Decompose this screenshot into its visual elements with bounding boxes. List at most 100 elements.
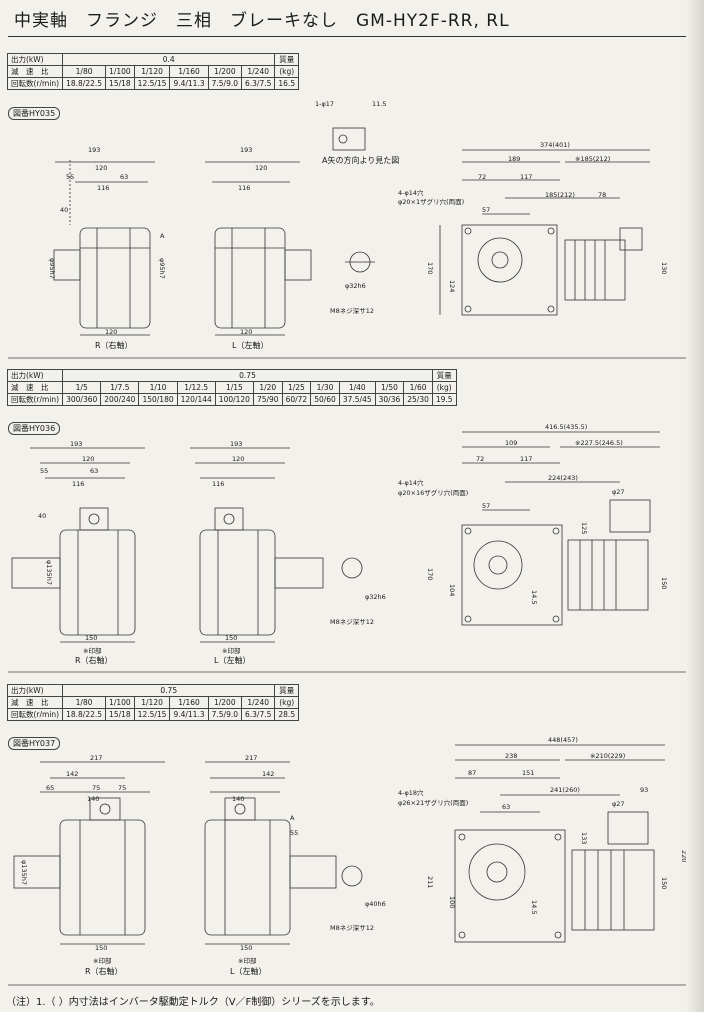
dim-text: 100 [448, 896, 456, 909]
dim-text: φ135h7 [20, 860, 28, 885]
row-label-output: 出力(kW) [6, 369, 64, 382]
ratio-cell: 1/60 [403, 381, 433, 394]
shaft-end-3 [341, 865, 363, 887]
dim-text: 55 [290, 829, 299, 837]
row-label-speed: 回転数(r/min) [6, 77, 64, 90]
speed-cell: 7.5/9.0 [207, 708, 243, 721]
dim-text: 40 [60, 206, 69, 214]
dim-text: 93 [640, 786, 649, 794]
speed-cell: 75/90 [252, 393, 283, 406]
dim-text: ※227.5(246.5) [575, 439, 623, 447]
speed-cell: 300/360 [62, 393, 102, 406]
dim-text: φ135h7 [45, 560, 53, 585]
output-value: 0.75 [62, 369, 433, 382]
title-rule [8, 36, 696, 37]
tag-text: ※印部 [238, 957, 257, 965]
dim-text: φ95h7 [158, 258, 166, 279]
speed-cell: 6.3/7.5 [240, 708, 276, 721]
page-edge [686, 0, 704, 1012]
holes-note: 4-φ14穴 [398, 189, 424, 197]
dim-text: 133 [580, 832, 588, 845]
dim-text: 193 [240, 146, 253, 154]
holes-note: 4-φ18穴 [398, 789, 424, 797]
gearbox-body-l-3 [204, 819, 291, 936]
speed-cell: 200/240 [100, 393, 140, 406]
speed-cell: 7.5/9.0 [207, 77, 243, 90]
row-label-output: 出力(kW) [6, 53, 64, 66]
output-value: 0.75 [62, 684, 276, 697]
gearbox-body-r-3 [59, 819, 146, 936]
speed-cell: 9.4/11.3 [169, 708, 209, 721]
gearbox-body-r-2 [59, 529, 136, 636]
mass-header: 質量 [431, 369, 457, 382]
dim-text: 211 [426, 876, 434, 889]
motor-3 [571, 849, 655, 931]
mass-unit: (kg) [431, 381, 457, 394]
shaft-l [284, 249, 312, 281]
dim-text: 63 [502, 803, 511, 811]
dim-text: 65 [46, 784, 55, 792]
dim-text: 40 [38, 512, 47, 520]
dim-text: 185(212) [545, 191, 575, 199]
dim-text: 217 [245, 754, 258, 762]
key-detail [332, 127, 366, 151]
dim-text: 72 [476, 455, 485, 463]
ratio-cell: 1/10 [138, 381, 178, 394]
dim-text: 374(401) [540, 141, 570, 149]
ratio-cell: 1/40 [338, 381, 376, 394]
ratio-cell: 1/15 [214, 381, 254, 394]
speed-cell: 6.3/7.5 [240, 77, 276, 90]
motor-2 [567, 539, 649, 611]
dim-text: 170 [426, 262, 434, 275]
speed-cell: 50/60 [310, 393, 340, 406]
dim-text: 150 [85, 634, 98, 642]
dim-text: 1-φ17 [315, 100, 335, 108]
speed-cell: 15/18 [105, 708, 135, 721]
dim-text: 116 [212, 480, 225, 488]
dim-text: 120 [82, 455, 95, 463]
flange-front-3 [454, 829, 566, 943]
ratio-cell: 1/12.5 [176, 381, 216, 394]
row-label-speed: 回転数(r/min) [6, 393, 64, 406]
dim-text: 120 [240, 328, 253, 336]
bolt-note: M8ネジ深サ12 [330, 307, 375, 315]
dim-text: φ32h6 [345, 282, 366, 290]
dim-text: 120 [255, 164, 268, 172]
caption-left-shaft: L（左軸） [230, 967, 267, 976]
dim-text: 140 [87, 795, 100, 803]
dim-text: φ95h7 [48, 258, 56, 279]
dim-text: 63 [90, 467, 99, 475]
ratio-cell: 1/100 [105, 696, 135, 709]
dim-text: 241(260) [550, 786, 580, 794]
speed-cell: 120/144 [176, 393, 216, 406]
dim-text: 55 [40, 467, 49, 475]
caption-left-shaft: L（左軸） [232, 341, 269, 350]
spec-table-3: 出力(kW) 0.75 質量 減 速 比 1/80 1/100 1/120 1/… [6, 684, 300, 721]
dim-text: ※210(229) [590, 752, 626, 760]
dim-text: 448(457) [548, 736, 578, 744]
view-note: A矢の方向より見た図 [322, 156, 400, 165]
speed-cell: 18.8/22.5 [62, 708, 107, 721]
spec-table-2: 出力(kW) 0.75 質量 減 速 比 1/5 1/7.5 1/10 1/12… [6, 369, 457, 406]
dim-text: φ32h6 [365, 593, 386, 601]
dim-text: 217 [90, 754, 103, 762]
counterbore-note: φ20×1ザグリ穴(両面) [398, 198, 465, 206]
caption-left-shaft: L（左軸） [214, 656, 251, 665]
dim-text: 120 [105, 328, 118, 336]
dim-text: 109 [505, 439, 518, 447]
speed-cell: 12.5/15 [133, 708, 171, 721]
page-title: 中実軸 フランジ 三相 ブレーキなし GM-HY2F-RR, RL [14, 11, 510, 31]
counterbore-note: φ26×21ザグリ穴(両面) [398, 799, 469, 807]
ratio-cell: 1/240 [240, 696, 276, 709]
dim-text: 142 [262, 770, 275, 778]
dim-text: A [160, 232, 165, 240]
figure-label: 図番HY035 [8, 107, 61, 120]
dim-text: 120 [232, 455, 245, 463]
speed-cell: 25/30 [403, 393, 433, 406]
dim-text: 224(243) [548, 474, 578, 482]
dim-text: A [290, 814, 295, 822]
dim-text: 238 [505, 752, 518, 760]
speed-cell: 60/72 [281, 393, 312, 406]
shaft-r [53, 249, 81, 281]
dim-text: 117 [520, 173, 533, 181]
